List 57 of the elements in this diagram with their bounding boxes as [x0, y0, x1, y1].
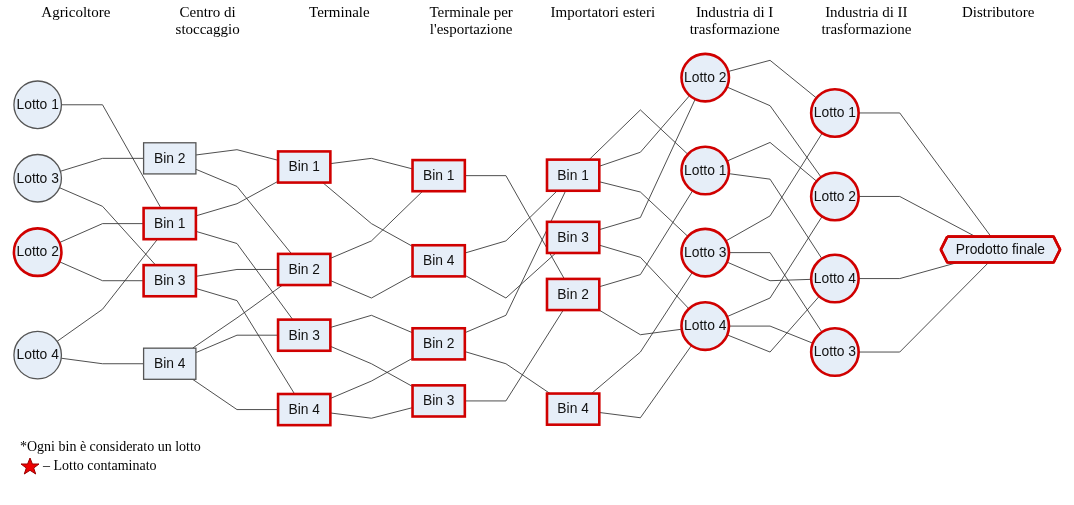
connector — [464, 252, 557, 299]
node-box: Bin 4 — [411, 243, 467, 278]
connector — [464, 190, 558, 254]
column-heading: Industria di I trasformazione — [688, 4, 781, 39]
connector — [726, 142, 818, 182]
connector — [322, 182, 413, 247]
node-circle: Lotto 1 — [809, 87, 860, 139]
node-circle: Lotto 4 — [680, 301, 731, 352]
node-box: Bin 4 — [276, 392, 332, 427]
column-heading: Agricoltore — [40, 4, 112, 22]
node-box: Bin 2 — [545, 277, 601, 312]
connector — [59, 187, 157, 266]
connector — [728, 173, 823, 260]
connector — [192, 378, 279, 410]
column-heading: Importatori esteri — [549, 4, 657, 22]
node-box: Bin 3 — [411, 384, 467, 418]
node-box: Bin 3 — [276, 318, 332, 353]
connector — [195, 269, 279, 277]
column-heading: Centro di stoccaggio — [174, 4, 241, 39]
node-circle: Lotto 3 — [809, 326, 860, 378]
column-heading: Terminale — [308, 4, 371, 22]
node-box: Bin 2 — [142, 142, 197, 175]
node-box: Bin 4 — [142, 347, 197, 380]
node-box: Bin 4 — [545, 392, 601, 426]
node-box: Bin 1 — [142, 206, 198, 241]
column-heading: Industria di II trasformazione — [820, 4, 913, 39]
node-circle: Lotto 1 — [680, 145, 731, 196]
node-box: Bin 3 — [142, 263, 198, 298]
connector — [464, 190, 567, 334]
connector — [858, 262, 989, 353]
node-circle: Lotto 1 — [13, 80, 63, 130]
node-box: Bin 1 — [411, 158, 467, 193]
node-circle: Lotto 2 — [12, 227, 63, 278]
connector — [591, 272, 693, 394]
legend-text: – Lotto contaminato — [43, 458, 157, 474]
connector — [195, 180, 279, 217]
node-circle: Lotto 2 — [680, 52, 731, 103]
connector — [61, 104, 162, 209]
connector — [725, 132, 823, 242]
node-box: Bin 1 — [545, 158, 601, 193]
node-circle: Lotto 3 — [680, 227, 731, 278]
node-circle: Lotto 4 — [13, 330, 63, 380]
connector — [728, 252, 823, 333]
connector — [728, 325, 814, 344]
node-circle: Lotto 3 — [13, 153, 63, 203]
note-text: *Ogni bin è considerato un lotto — [20, 439, 201, 455]
node-box: Bin 1 — [276, 150, 332, 184]
connector — [195, 334, 279, 354]
node-box: Bin 3 — [545, 220, 601, 255]
node-box: Bin 2 — [411, 326, 467, 361]
connector — [195, 149, 279, 161]
column-heading: Terminale per l'esportazione — [428, 4, 514, 39]
node-box: Bin 2 — [276, 252, 332, 287]
node-circle: Lotto 4 — [809, 253, 860, 304]
column-heading: Distributore — [960, 4, 1036, 22]
node-circle: Lotto 2 — [809, 171, 860, 222]
connector — [195, 288, 296, 395]
